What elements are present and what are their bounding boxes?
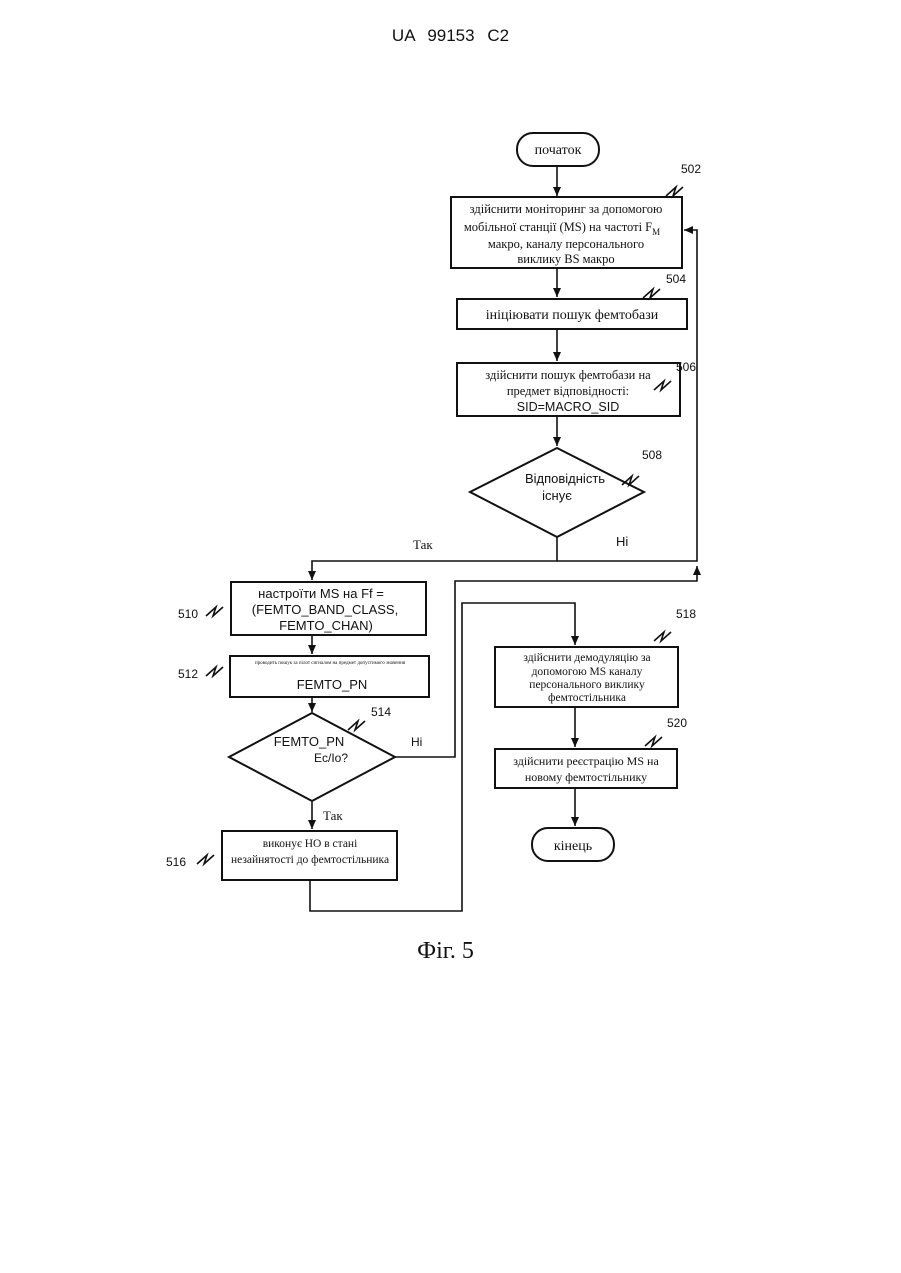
node-512-line-2: FEMTO_PN bbox=[297, 677, 368, 692]
ref-510-squiggle bbox=[206, 607, 223, 616]
ref-502: 502 bbox=[681, 162, 701, 176]
node-520-line-1: здійснити реєстрацію MS на bbox=[513, 754, 659, 768]
node-start-label: початок bbox=[535, 143, 582, 158]
edge-label-514-yes: Так bbox=[323, 808, 343, 823]
node-508: Відповідність існує bbox=[470, 448, 644, 537]
node-518-line-1: здійснити демодуляцію за bbox=[523, 652, 650, 664]
ref-516-squiggle bbox=[197, 855, 214, 864]
node-520: здійснити реєстрацію MS на новому фемтос… bbox=[495, 749, 677, 788]
connectors bbox=[310, 166, 697, 911]
node-510: настроїти MS на Ff = (FEMTO_BAND_CLASS, … bbox=[231, 582, 426, 635]
ref-504: 504 bbox=[666, 272, 686, 286]
node-518-line-4: фемтостільника bbox=[548, 692, 626, 704]
ref-512-squiggle bbox=[206, 667, 223, 676]
node-506-line-1: здійснити пошук фемтобази на bbox=[485, 368, 651, 382]
ref-506: 506 bbox=[676, 360, 696, 374]
node-516: виконує HO в стані незайнятості до фемто… bbox=[222, 831, 397, 880]
node-510-line-3: FEMTO_CHAN) bbox=[279, 618, 373, 633]
ref-508: 508 bbox=[642, 448, 662, 462]
ref-504-squiggle bbox=[643, 289, 660, 298]
node-506-line-3: SID=MACRO_SID bbox=[517, 400, 619, 414]
node-504: ініціювати пошук фемтобази bbox=[457, 299, 687, 329]
node-506-line-2: предмет відповідності: bbox=[507, 384, 629, 398]
node-508-line-2: існує bbox=[542, 488, 572, 503]
node-502-line-3: макро, каналу персонального bbox=[488, 237, 644, 251]
node-518: здійснити демодуляцію за допомогою MS ка… bbox=[495, 647, 678, 707]
ref-508-squiggle bbox=[622, 476, 639, 485]
ref-516: 516 bbox=[166, 855, 186, 869]
node-516-line-1: виконує HO в стані bbox=[263, 838, 358, 850]
node-514-line-2: Ec/Io? bbox=[314, 751, 348, 765]
node-504-label: ініціювати пошук фемтобази bbox=[486, 308, 659, 323]
node-512: проводить пошук за пілот сигналом на пре… bbox=[230, 656, 429, 697]
node-510-line-2: (FEMTO_BAND_CLASS, bbox=[252, 602, 398, 617]
figure-caption: Фіг. 5 bbox=[0, 938, 891, 965]
node-502-line-2-text: мобільної станції (MS) на частоті F bbox=[464, 220, 652, 234]
node-502-line-1: здійснити моніторинг за допомогою bbox=[470, 202, 663, 216]
edge-508-yes-510 bbox=[312, 537, 557, 580]
node-508-line-1: Відповідність bbox=[525, 471, 605, 486]
edge-label-508-yes: Так bbox=[413, 537, 433, 552]
ref-514-squiggle bbox=[348, 721, 365, 730]
node-514: FEMTO_PN Ec/Io? bbox=[229, 713, 395, 801]
node-512-line-1: проводить пошук за пілот сигналом на пре… bbox=[255, 661, 406, 666]
node-end: кінець bbox=[532, 828, 614, 861]
node-514-line-1: FEMTO_PN bbox=[274, 734, 345, 749]
node-518-line-2: допомогою MS каналу bbox=[532, 666, 643, 678]
node-502-subscript: M bbox=[652, 227, 660, 237]
edge-label-508-no: Ні bbox=[616, 534, 628, 549]
node-502: здійснити моніторинг за допомогою мобіль… bbox=[451, 197, 682, 268]
node-520-line-2: новому фемтостільнику bbox=[525, 770, 647, 784]
ref-510: 510 bbox=[178, 607, 198, 621]
ref-502-squiggle bbox=[666, 187, 683, 196]
ref-520: 520 bbox=[667, 716, 687, 730]
edge-label-514-no: Ні bbox=[411, 735, 422, 749]
node-506: здійснити пошук фемтобази на предмет від… bbox=[457, 363, 680, 416]
node-518-line-3: персонального виклику bbox=[529, 679, 645, 691]
node-end-label: кінець bbox=[554, 839, 592, 854]
ref-512: 512 bbox=[178, 667, 198, 681]
ref-520-squiggle bbox=[645, 737, 662, 746]
ref-514: 514 bbox=[371, 705, 391, 719]
node-510-line-1: настроїти MS на Ff = bbox=[258, 586, 384, 601]
node-start: початок bbox=[517, 133, 599, 166]
node-502-line-4: виклику BS макро bbox=[517, 252, 614, 266]
node-516-line-2: незайнятості до фемтостільника bbox=[231, 854, 389, 866]
ref-518: 518 bbox=[676, 607, 696, 621]
ref-518-squiggle bbox=[654, 632, 671, 641]
